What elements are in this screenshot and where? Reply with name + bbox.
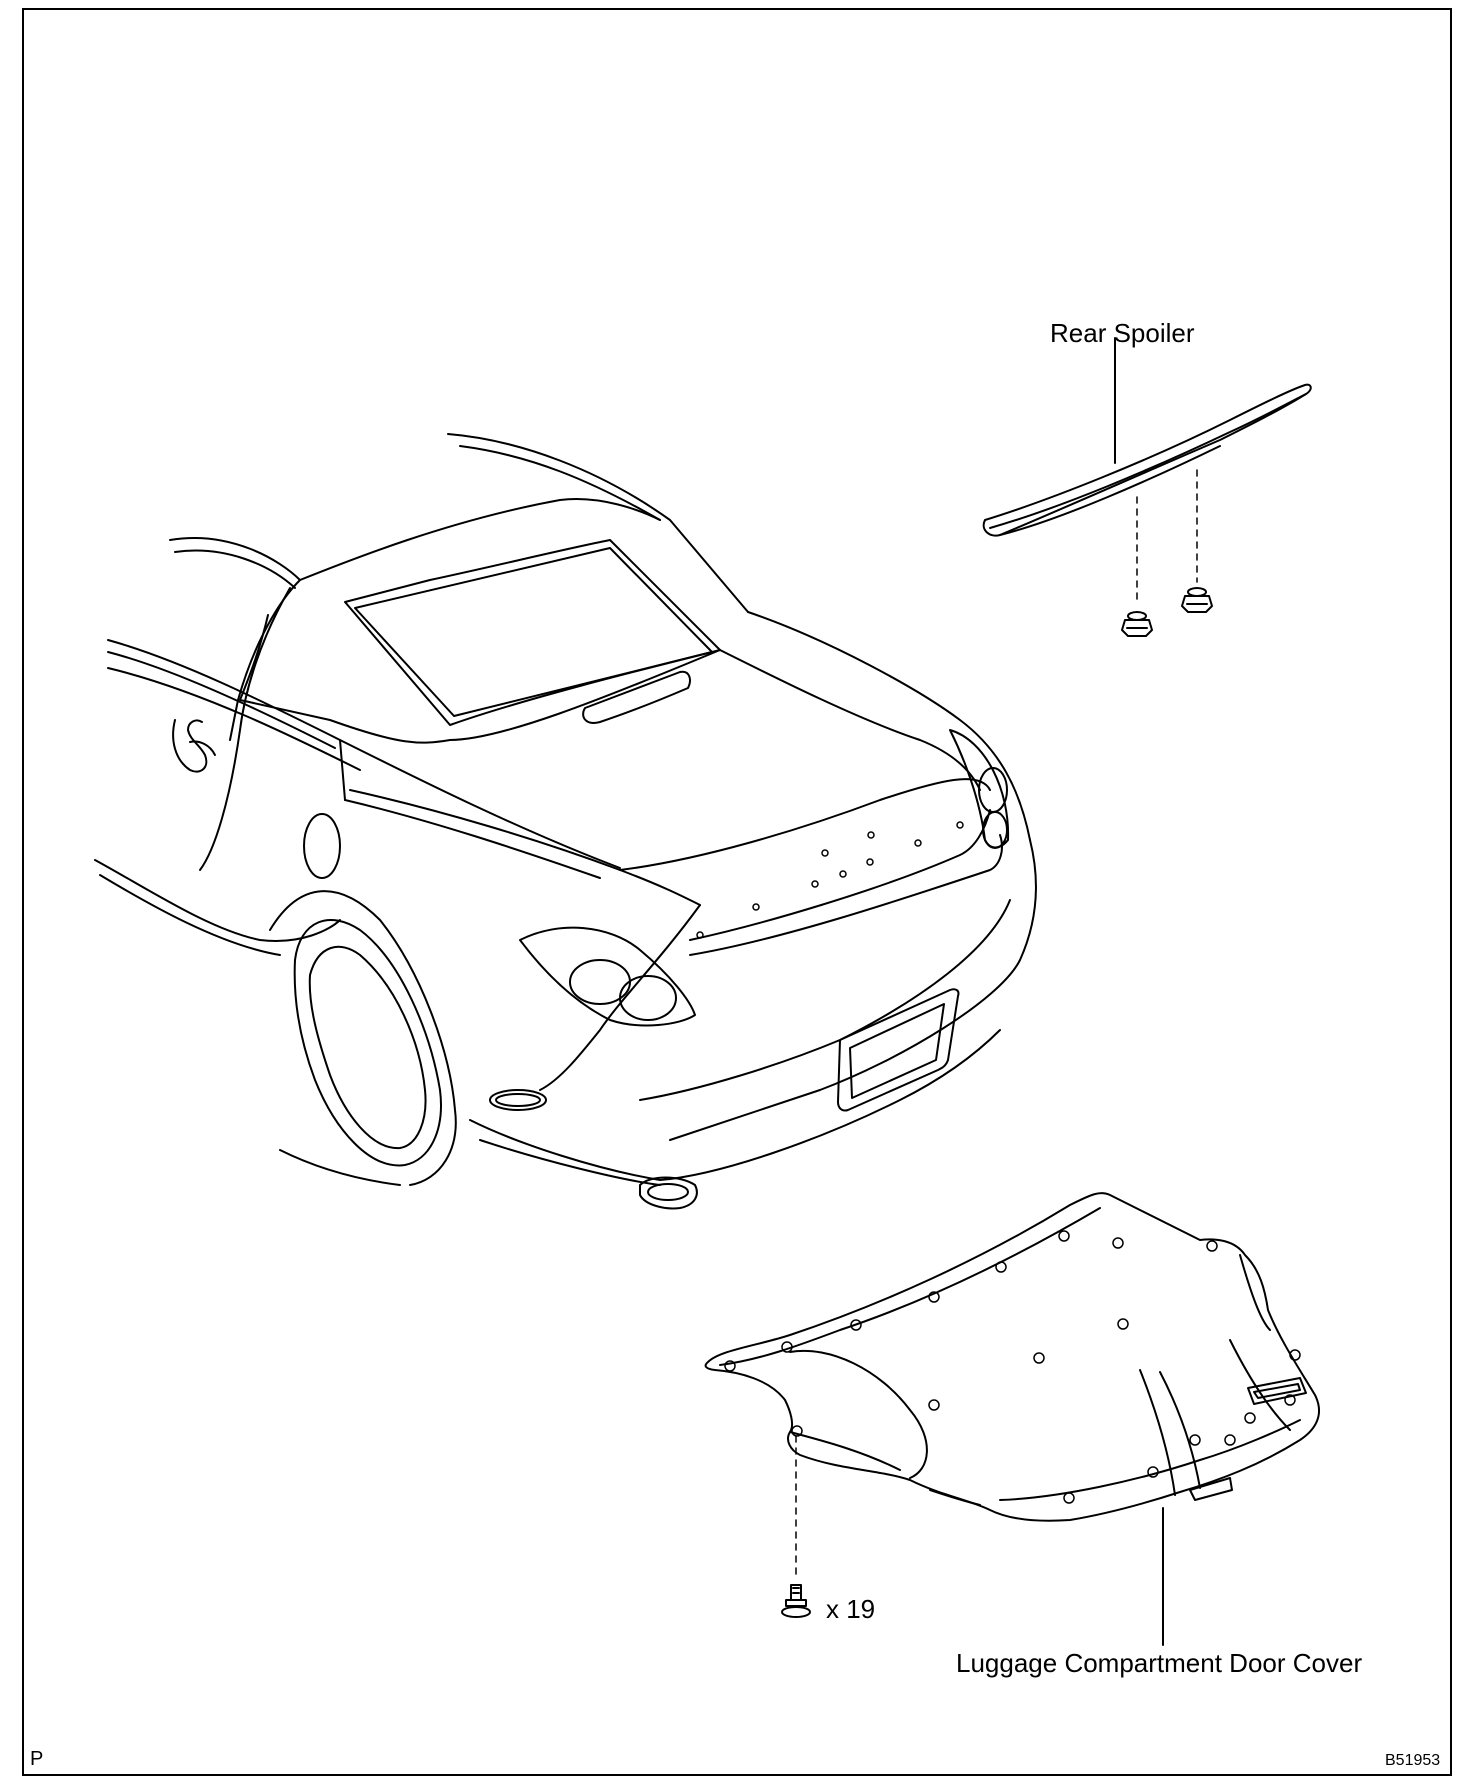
car-illustration <box>94 433 1037 1210</box>
spoiler-nut-icon <box>1121 611 1153 637</box>
diagram-frame <box>22 8 1452 1776</box>
clip-count-label: x 19 <box>826 1594 876 1624</box>
luggage-cover-part <box>704 1192 1320 1646</box>
luggage-cover-label: Luggage Compartment Door Cover <box>956 1648 1363 1678</box>
rear-spoiler-label: Rear Spoiler <box>1050 318 1195 348</box>
spoiler-nut-icon <box>1181 587 1213 613</box>
figure-code: B51953 <box>1385 1752 1441 1769</box>
clip-icon <box>781 1584 811 1618</box>
corner-letter: P <box>30 1748 44 1770</box>
rear-spoiler-part <box>982 337 1312 637</box>
